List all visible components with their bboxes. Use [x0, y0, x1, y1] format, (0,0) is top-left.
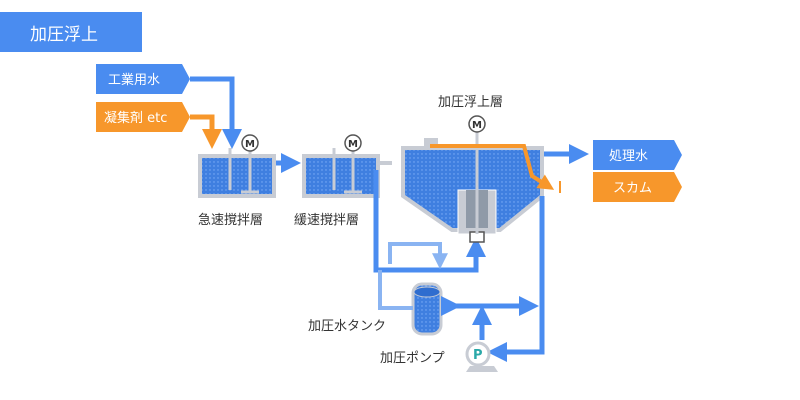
flotation-motor-icon: M [468, 115, 486, 133]
slow-mixing-label: 緩速撹拌層 [294, 213, 359, 228]
flocculant-line [190, 114, 222, 149]
industrial-water-line [190, 76, 242, 149]
flotation-tank [401, 132, 544, 243]
treated-water-label: 処理水 [609, 149, 648, 164]
rapid-mixing-tank [198, 146, 276, 198]
pressure-tank [411, 282, 443, 336]
motor-label: M [245, 139, 255, 150]
industrial-water-tag: 工業用水 [96, 64, 190, 94]
treated-water-tag: 処理水 [593, 140, 682, 170]
rapid-mixing-motor-icon: M [241, 134, 259, 152]
recycle-loop-line [388, 242, 448, 270]
slow-mixing-tank [302, 146, 380, 198]
tank-recycle-line [378, 270, 413, 310]
return-line [487, 196, 545, 362]
feed-line [373, 170, 486, 273]
page-title: 加圧浮上 [30, 24, 98, 45]
scum-tag: スカム [593, 172, 682, 202]
motor-label: M [348, 139, 358, 150]
pressure-pump-icon: P [465, 341, 498, 372]
pump-symbol: P [473, 348, 483, 363]
scum-label: スカム [613, 181, 652, 196]
flocculant-label: 凝集剤 etc [104, 110, 167, 126]
pressure-tank-label: 加圧水タンク [308, 319, 386, 334]
motor-label: M [472, 120, 482, 131]
rapid-mixing-label: 急速撹拌層 [198, 213, 263, 228]
title-badge: 加圧浮上 [0, 12, 142, 52]
slow-mixing-motor-icon: M [344, 134, 362, 152]
flocculant-tag: 凝集剤 etc [96, 102, 190, 132]
flotation-label: 加圧浮上層 [438, 95, 503, 110]
scum-line [430, 144, 555, 190]
pressure-pump-label: 加圧ポンプ [380, 351, 445, 366]
industrial-water-label: 工業用水 [108, 72, 160, 88]
